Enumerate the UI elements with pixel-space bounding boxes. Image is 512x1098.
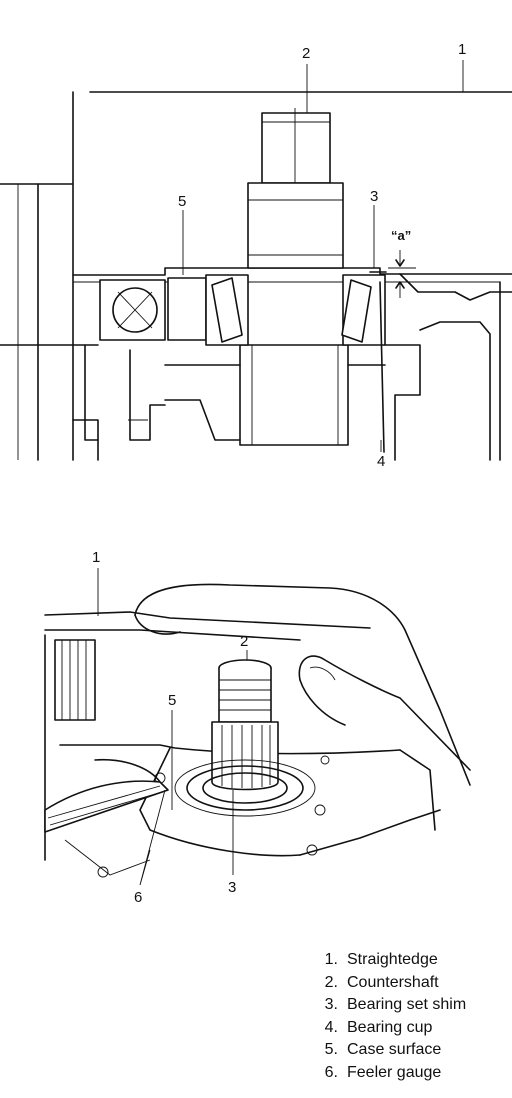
bearing-set-shim: [174, 759, 316, 817]
legend: 1.Straightedge 2.Countershaft 3.Bearing …: [318, 949, 467, 1085]
callout-6-bottom: 6: [134, 889, 142, 906]
legend-item: 5.Case surface: [324, 1041, 442, 1059]
legend-item: 2.Countershaft: [324, 973, 439, 991]
case-surface-block: [167, 277, 207, 341]
callout-leaders-top: [182, 60, 464, 452]
ball-bearing: [99, 279, 166, 341]
callout-5-top: 5: [178, 193, 186, 210]
legend-item: 3.Bearing set shim: [324, 996, 467, 1014]
dimension-a-label: “a”: [391, 228, 411, 243]
countershaft: [164, 108, 386, 446]
dimension-a-marker: [388, 250, 416, 298]
feeler-gauge: [44, 758, 169, 833]
shaft-splines: [54, 639, 96, 721]
callout-1-top: 1: [458, 41, 466, 58]
callout-3-bottom: 3: [228, 879, 236, 896]
cross-section-diagram: 1 2 3 4 5 “a”: [0, 41, 512, 470]
callout-2-top: 2: [302, 45, 310, 62]
hand: [134, 583, 471, 786]
straightedge-bottom: [44, 611, 371, 641]
countershaft-bottom: [211, 659, 279, 791]
tapered-bearings: [205, 271, 387, 346]
callout-4-top: 4: [377, 453, 385, 470]
callout-1-bottom: 1: [92, 549, 100, 566]
callout-3-top: 3: [370, 188, 378, 205]
callout-leaders-bottom: [97, 568, 248, 886]
left-housing: [0, 91, 166, 461]
legend-item: 1.Straightedge: [324, 951, 438, 968]
callout-2-bottom: 2: [240, 633, 248, 650]
perspective-diagram: 1 2 3 5 6: [44, 549, 471, 906]
legend-item: 4.Bearing cup: [324, 1018, 433, 1036]
callout-5-bottom: 5: [168, 692, 176, 709]
legend-item: 6.Feeler gauge: [324, 1063, 442, 1081]
bearing-cup: [379, 281, 385, 453]
